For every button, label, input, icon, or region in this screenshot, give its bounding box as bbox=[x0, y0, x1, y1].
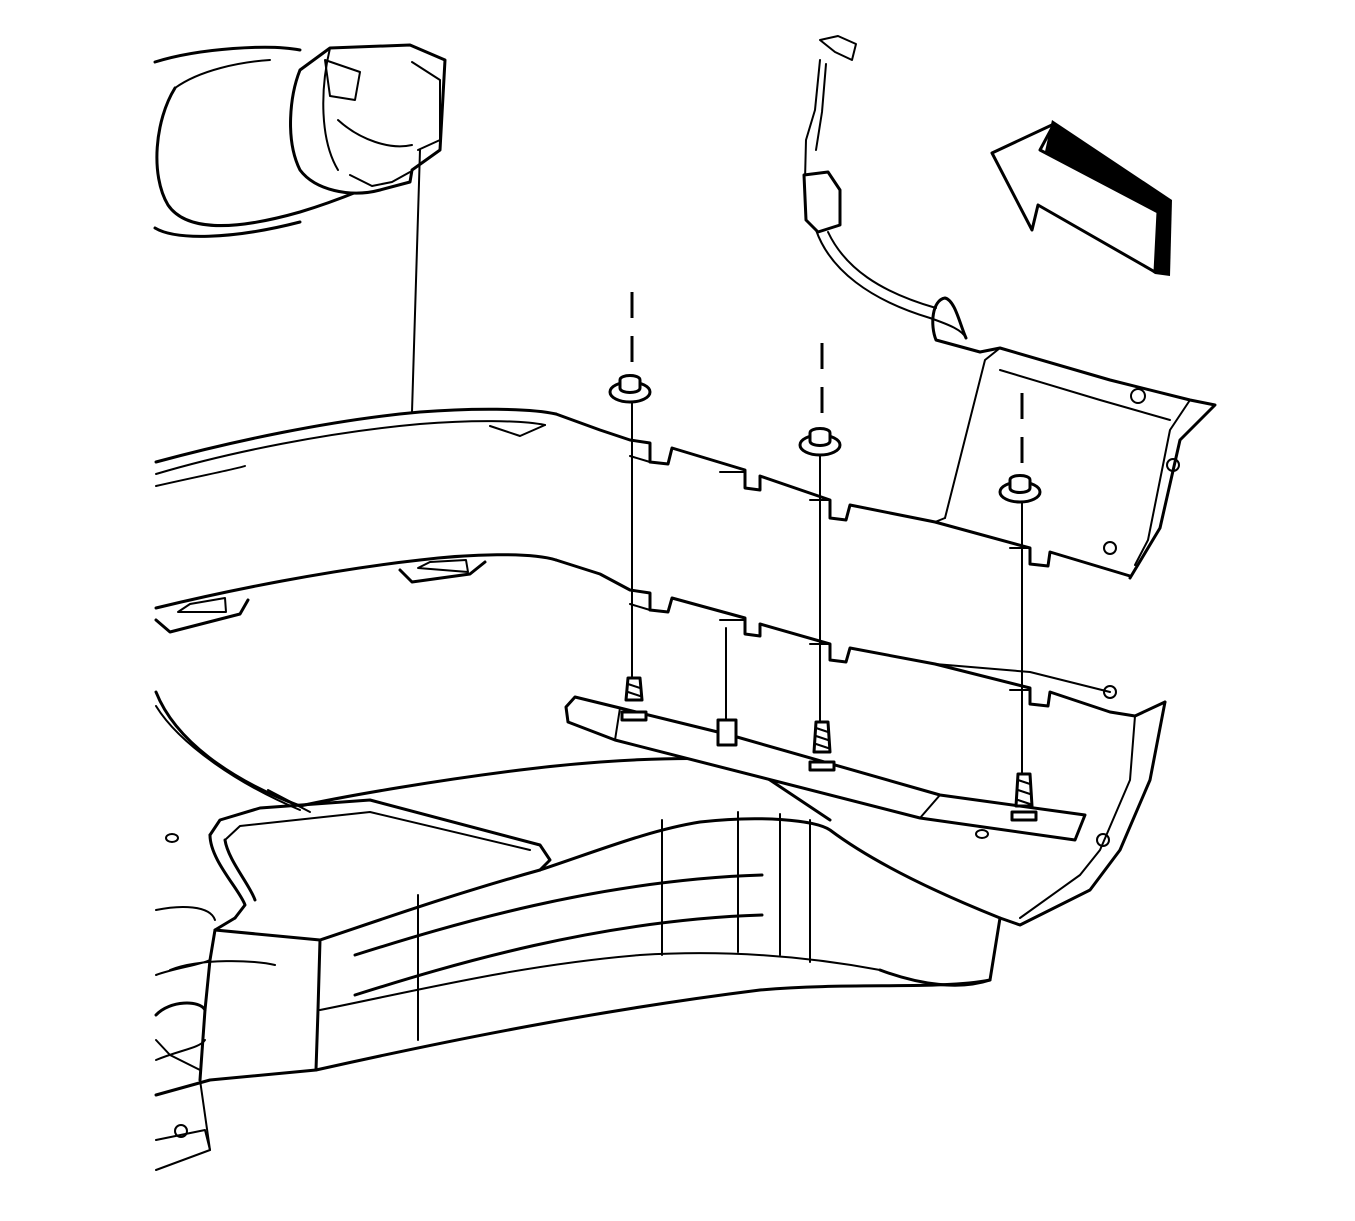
stud-3 bbox=[1010, 772, 1038, 822]
alignment-lines bbox=[630, 292, 1024, 789]
nut-1 bbox=[608, 374, 652, 404]
nut-3 bbox=[998, 474, 1042, 504]
stud-2 bbox=[808, 720, 836, 772]
retainer-clip bbox=[289, 43, 447, 195]
tire-outline bbox=[153, 45, 374, 238]
locator-tab bbox=[716, 718, 738, 747]
stud-1 bbox=[620, 676, 648, 722]
nut-2 bbox=[798, 427, 842, 457]
front-fascia bbox=[154, 690, 1167, 1171]
lower-fascia-bracket bbox=[154, 553, 1167, 718]
leader-line-clip bbox=[411, 149, 421, 413]
wiring-harness bbox=[802, 35, 967, 339]
direction-arrow bbox=[990, 120, 1172, 276]
upper-fascia-bracket bbox=[154, 296, 1217, 580]
